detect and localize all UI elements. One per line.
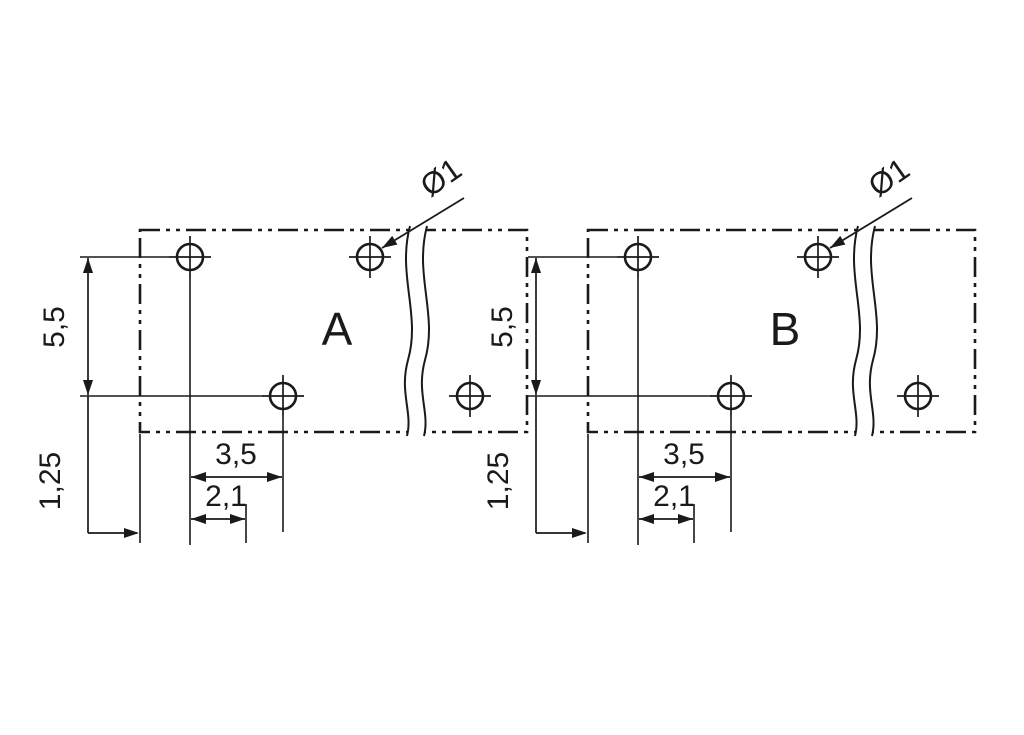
break-line-right (868, 225, 878, 437)
component-outline (138, 228, 529, 434)
hole (710, 375, 752, 417)
diameter-label-A: Ø1 (414, 151, 468, 203)
hole-circle (716, 381, 746, 411)
dimension-arrow-icon (230, 514, 245, 524)
break-line-left (403, 225, 413, 437)
dimension-arrow-icon (267, 472, 282, 482)
view-label-B: B (770, 303, 801, 355)
dimension-value-A-0: 5,5 (38, 306, 71, 348)
dimension-arrow-icon (191, 472, 206, 482)
hole-circle (903, 381, 933, 411)
dimension-arrow-icon (124, 528, 139, 538)
break-line-right (420, 225, 430, 437)
hole (262, 375, 304, 417)
dimension-arrow-icon (715, 472, 730, 482)
dimension-arrow-icon (678, 514, 693, 524)
hole-circle (455, 381, 485, 411)
break-band-mask (852, 226, 877, 436)
view-B: 5,5 1,25 3,5 2,1 B Ø1 (482, 151, 977, 545)
dimension-value-A-2: 3,5 (215, 438, 257, 471)
dimension-1-25: 1,25 (482, 396, 589, 543)
break-line-left (851, 225, 861, 437)
dimension-2-1: 2,1 (639, 480, 695, 543)
dimension-value-B-2: 3,5 (663, 438, 705, 471)
dimension-value-B-1: 1,25 (482, 452, 515, 510)
dimension-arrow-icon (191, 514, 206, 524)
dimension-arrow-icon (639, 514, 654, 524)
hole-circle (175, 242, 205, 272)
hole (349, 236, 391, 278)
leader-arrow-icon (382, 235, 398, 248)
dimension-arrow-icon (572, 528, 587, 538)
hole (617, 236, 659, 278)
dimension-value-A-3: 2,1 (205, 480, 247, 513)
dimension-2-1: 2,1 (191, 480, 247, 543)
diameter-label-B: Ø1 (862, 151, 916, 203)
dimension-1-25: 1,25 (34, 396, 141, 543)
leader-line (829, 197, 913, 249)
hole (449, 375, 491, 417)
dimension-3-5: 3,5 (637, 278, 732, 545)
dimension-arrow-icon (531, 380, 541, 395)
hole-circle (803, 242, 833, 272)
dimension-arrow-icon (639, 472, 654, 482)
dimension-arrow-icon (83, 380, 93, 395)
leader-arrow-icon (830, 235, 846, 248)
dimension-5-5: 5,5 (38, 256, 262, 397)
dimension-value-B-0: 5,5 (486, 306, 519, 348)
dimension-arrow-icon (83, 258, 93, 273)
dimension-arrow-icon (531, 258, 541, 273)
dimension-3-5: 3,5 (189, 278, 284, 545)
hole (169, 236, 211, 278)
view-label-A: A (322, 303, 353, 355)
break-band-mask (404, 226, 429, 436)
hole-circle (623, 242, 653, 272)
hole (897, 375, 939, 417)
dimension-value-B-3: 2,1 (653, 480, 695, 513)
component-outline (586, 228, 977, 434)
hole-circle (355, 242, 385, 272)
view-A: 5,5 1,25 3,5 2,1 A Ø1 (34, 151, 529, 545)
hole-circle (268, 381, 298, 411)
hole (797, 236, 839, 278)
dimension-5-5: 5,5 (486, 256, 710, 397)
leader-line (381, 197, 465, 249)
dimension-value-A-1: 1,25 (34, 452, 67, 510)
